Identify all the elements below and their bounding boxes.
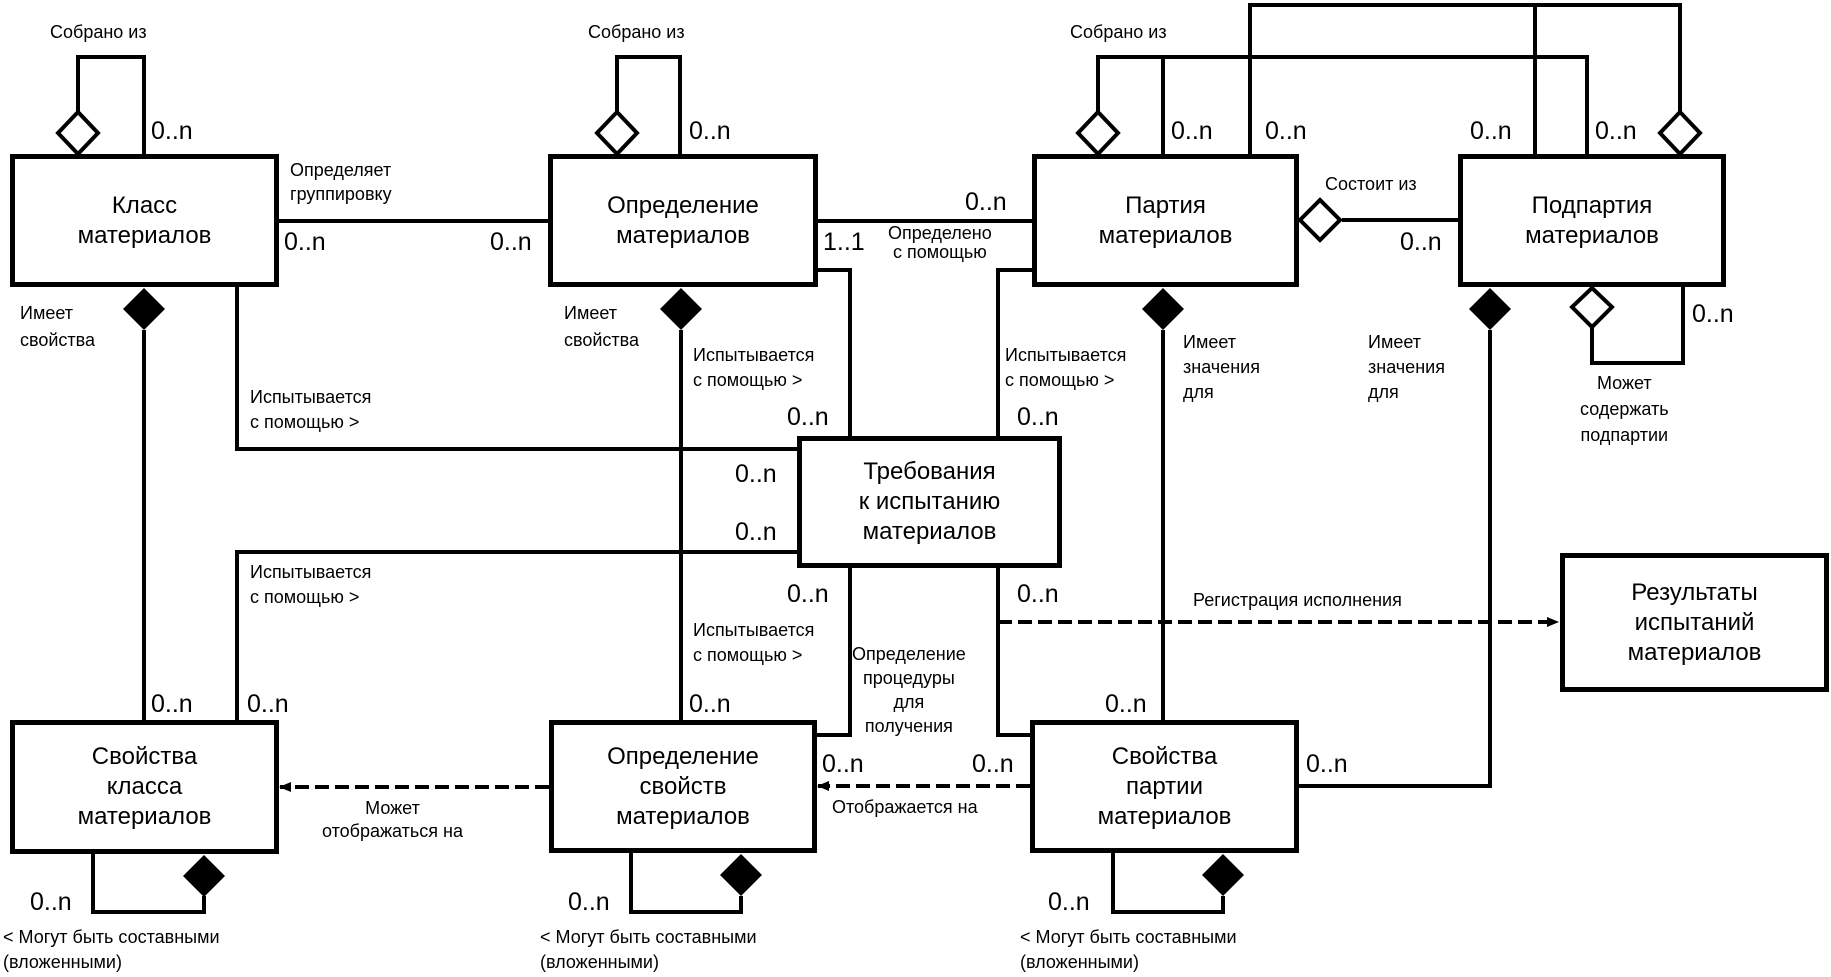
sublot-self-loop [1590,286,1685,365]
multiplicity: 0..n [689,117,731,145]
label-has-values-for: Имеет значения для [1183,332,1260,402]
multiplicity: 0..n [1595,117,1637,145]
label-assembled-from: Собрано из [1070,22,1167,42]
label-procedure-definition: Определение процедуры для получения [852,644,966,736]
label-tested-by: Испытывается с помощью > [1005,345,1127,390]
composition-diamond-icon [660,288,702,330]
composition-diamond-icon [1469,288,1511,330]
entity-material-lot[interactable]: Партия материалов [1032,154,1299,287]
label-assembled-from: Собрано из [50,22,147,42]
label-consists-of: Состоит из [1325,174,1417,194]
entity-test-result[interactable]: Результаты испытаний материалов [1560,553,1829,692]
multiplicity: 0..n [151,690,193,718]
multiplicity: 0..n [1171,117,1213,145]
entity-material-class[interactable]: Класс материалов [10,154,279,287]
multiplicity: 0..n [1017,403,1059,431]
label-may-map-to: Может отображаться на [322,798,463,841]
multiplicity: 0..n [822,750,864,778]
label-may-contain-sublots: Может содержать подпартии [1580,373,1669,445]
label-has-properties: Имеет свойства [564,303,640,350]
multiplicity: 0..n [284,228,326,256]
class-self-loop [76,55,146,154]
definition-self-loop [615,55,682,154]
multiplicity: 0..n [247,690,289,718]
label-has-values-for: Имеет значения для [1368,332,1445,402]
multiplicity: 0..n [151,117,193,145]
label-has-properties: Имеет свойства [20,303,96,350]
multiplicity: 0..n [1105,690,1147,718]
aggregation-diamond-icon [1075,109,1121,157]
multiplicity: 0..n [787,580,829,608]
entity-definition-property[interactable]: Определение свойств материалов [549,720,817,853]
composition-diamond-icon [1202,854,1244,896]
multiplicity: 0..n [1048,888,1090,916]
entity-test-spec[interactable]: Требования к испытанию материалов [797,436,1062,568]
multiplicity: 0..n [1306,750,1348,778]
multiplicity: 0..n [1400,228,1442,256]
multiplicity: 1..1 [823,228,865,256]
label-tested-by: Испытывается с помощью > [693,345,815,390]
composition-diamond-icon [183,855,225,897]
label-execution-record: Регистрация исполнения [1193,590,1402,610]
aggregation-diamond-icon [1297,197,1343,243]
aggregation-diamond-icon [594,109,640,157]
label-tested-by: Испытывается с помощью > [250,562,372,607]
label-tested-by: Испытывается с помощью > [693,620,815,665]
label-may-be-nested: < Могут быть составными (вложенными) [3,927,220,972]
multiplicity: 0..n [787,403,829,431]
multiplicity: 0..n [689,690,731,718]
entity-lot-property[interactable]: Свойства партии материалов [1030,720,1299,853]
multiplicity: 0..n [1470,117,1512,145]
multiplicity: 0..n [735,460,777,488]
multiplicity: 0..n [490,228,532,256]
label-maps-to: Отображается на [832,797,978,817]
multiplicity: 0..n [1692,300,1734,328]
label-may-be-nested: < Могут быть составными (вложенными) [1020,927,1237,972]
composition-diamond-icon [720,854,762,896]
entity-material-definition[interactable]: Определение материалов [548,154,818,287]
multiplicity: 0..n [1017,580,1059,608]
lot-self-loop [1096,55,1589,154]
label-assembled-from: Собрано из [588,22,685,42]
label-may-be-nested: < Могут быть составными (вложенными) [540,927,757,972]
multiplicity: 0..n [965,188,1007,216]
label-defined-by: Определено с помощью [888,223,992,262]
composition-diamond-icon [123,288,165,330]
multiplicity: 0..n [735,518,777,546]
entity-material-sublot[interactable]: Подпартия материалов [1458,154,1726,287]
composition-diamond-icon [1142,288,1184,330]
multiplicity: 0..n [568,888,610,916]
aggregation-diamond-icon [1657,109,1703,157]
multiplicity: 0..n [1265,117,1307,145]
multiplicity: 0..n [972,750,1014,778]
aggregation-diamond-icon [1569,285,1615,330]
entity-class-property[interactable]: Свойства класса материалов [10,720,279,854]
label-defines-grouping: Определяет группировку [290,160,392,204]
aggregation-diamond-icon [55,109,101,157]
label-tested-by: Испытывается с помощью > [250,387,372,432]
multiplicity: 0..n [30,888,72,916]
lot-sublot-top-link [1248,3,1682,154]
